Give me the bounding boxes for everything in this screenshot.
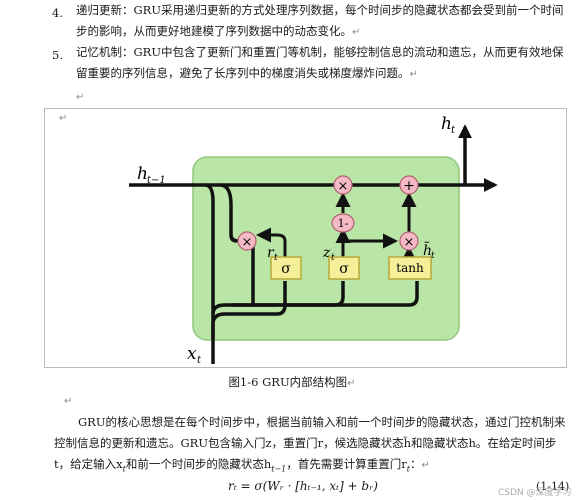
list-number: 4. [52, 6, 63, 20]
hprev-branch-1 [204, 183, 215, 339]
svg-text:×: × [404, 235, 415, 250]
list-text: 记忆机制：GRU中包含了更新门和重置门等机制，能够控制信息的流动和遗忘，从而更有… [76, 45, 564, 80]
one-minus-op: 1- [331, 213, 355, 233]
svg-text:×: × [242, 235, 253, 250]
label-zt: z t [322, 245, 335, 263]
svg-text:1-: 1- [338, 217, 349, 230]
svg-text:t: t [431, 251, 435, 261]
paragraph-mark: ↵ [76, 92, 85, 103]
list-number: 5. [52, 48, 63, 62]
x-input-line [211, 281, 287, 364]
svg-text:t: t [197, 355, 202, 366]
watermark: CSDN @深度学习 [498, 488, 572, 498]
gru-cell [192, 156, 460, 341]
label-ht-output: h t [441, 114, 456, 136]
svg-text:r: r [267, 245, 275, 261]
svg-text:σ: σ [339, 261, 349, 277]
gru-diagram: σ σ tanh × × × + 1- [129, 114, 498, 366]
sigma-gate-update: σ [328, 256, 360, 280]
svg-text:+: + [403, 178, 415, 194]
sigma-gate-reset: σ [270, 256, 302, 280]
label-hprev: h t−1 [137, 164, 166, 186]
candidate-multiply-op: × [399, 231, 419, 251]
label-rt: r t [267, 245, 278, 263]
svg-text:h: h [441, 114, 452, 134]
reset-gate-formula: rₜ = σ(Wᵣ · [hₜ₋₁, xₜ] + bᵣ) [228, 479, 378, 493]
svg-text:×: × [338, 179, 349, 194]
svg-text:x: x [187, 344, 197, 364]
svg-text:t: t [331, 253, 335, 263]
equation-number: (1-14) [536, 480, 570, 493]
paragraph-mark: ↵ [64, 396, 73, 407]
svg-text:t: t [451, 125, 456, 136]
svg-text:z: z [322, 245, 331, 261]
svg-text:h: h [137, 164, 148, 184]
list-text: 递归更新：GRU采用递归更新的方式处理序列数据，每个时间步的隐藏状态都会受到前一… [76, 3, 564, 38]
svg-text:σ: σ [281, 261, 291, 277]
plus-op: + [399, 175, 419, 195]
update-multiply-op: × [333, 175, 353, 195]
paragraph-mark: ↵ [59, 113, 68, 124]
reset-multiply-op: × [237, 231, 257, 251]
body-paragraph: GRU的核心思想是在每个时间步中，根据当前输入和前一个时间步的隐藏状态，通过门控… [54, 415, 566, 474]
svg-text:t: t [274, 253, 278, 263]
svg-text:t−1: t−1 [147, 175, 166, 186]
label-htilde: h̃ t [423, 241, 435, 261]
figure-caption: 图1-6 GRU内部结构图↵ [228, 375, 356, 389]
tanh-gate: tanh [388, 256, 432, 280]
svg-text:h̃: h̃ [423, 241, 432, 259]
label-xt: x t [187, 344, 202, 366]
svg-text:tanh: tanh [396, 261, 424, 275]
gru-figure: ↵ [44, 108, 567, 368]
